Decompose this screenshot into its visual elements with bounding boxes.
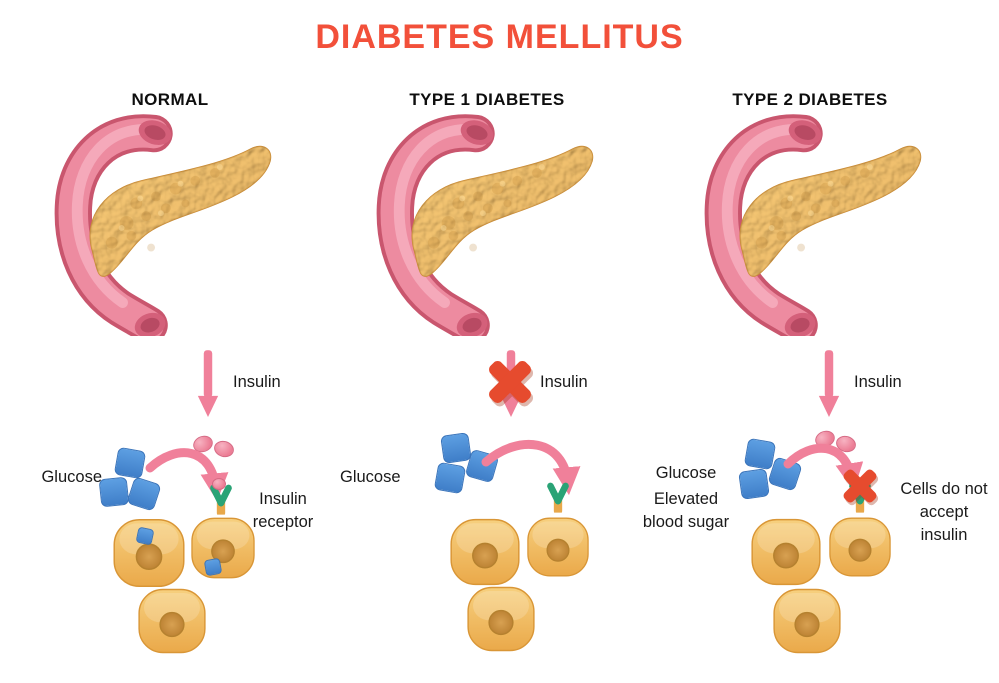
glucose-cube-icon — [433, 461, 467, 495]
insulin-arrow-icon — [197, 344, 219, 424]
insulin-receptor-icon — [543, 478, 573, 514]
pancreas-icon — [360, 110, 596, 336]
insulin-dot-icon — [212, 478, 226, 490]
insulin-label: Insulin — [233, 373, 281, 391]
elevated-blood-sugar-label: Elevated blood sugar — [642, 490, 730, 532]
glucose-cube-icon — [98, 476, 130, 508]
cell-icon — [526, 506, 590, 588]
glucose-flow-arrow-icon — [145, 448, 229, 502]
panel-heading-type2: TYPE 2 DIABETES — [732, 90, 888, 109]
insulin-receptor-label: Insulin receptor — [252, 490, 314, 532]
insulin-label: Insulin — [854, 373, 902, 391]
cells-do-not-accept-insulin-label: Cells do not accept insulin — [900, 480, 988, 545]
cell-icon — [134, 586, 210, 656]
panel-heading-type1: TYPE 1 DIABETES — [409, 90, 565, 109]
insulin-label: Insulin — [540, 373, 588, 391]
glucose-label: Glucose — [655, 464, 717, 482]
cell-icon — [448, 516, 522, 588]
receptor-blocked-cross-icon — [838, 464, 882, 508]
glucose-flow-arrow-icon — [481, 439, 581, 496]
glucose-cube-icon — [738, 468, 770, 500]
insulin-arrow-icon — [818, 344, 840, 424]
page-title: DIABETES MELLITUS — [315, 18, 684, 56]
glucose-cube-icon — [203, 557, 223, 577]
glucose-label: Glucose — [340, 468, 401, 486]
glucose-cube-icon — [440, 432, 472, 464]
glucose-cube-icon — [135, 526, 155, 546]
glucose-label: Glucose — [41, 468, 102, 486]
cell-icon — [748, 516, 824, 588]
cell-icon — [828, 506, 892, 588]
cell-icon — [770, 586, 844, 656]
glucose-flow-arrow-icon — [783, 443, 864, 492]
cell-icon — [464, 584, 538, 654]
glucose-cube-icon — [743, 437, 777, 471]
panel-heading-normal: NORMAL — [131, 90, 209, 109]
cell-icon — [110, 516, 188, 590]
no-insulin-cross-icon — [482, 354, 538, 410]
pancreas-icon — [688, 110, 924, 336]
pancreas-icon — [38, 110, 274, 336]
